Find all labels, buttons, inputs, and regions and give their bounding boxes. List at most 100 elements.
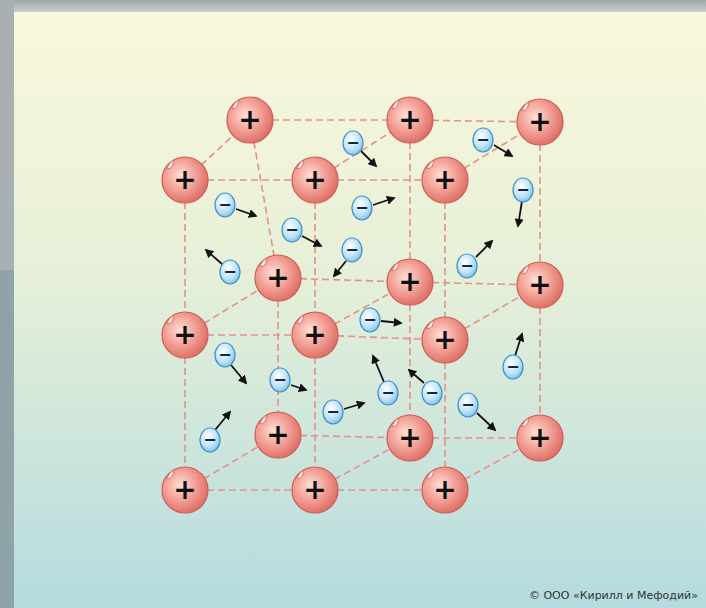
charge-sign: − <box>476 132 489 148</box>
free-electron: − <box>421 380 443 406</box>
positive-ion: + <box>516 261 564 309</box>
free-electron: − <box>341 237 363 263</box>
charge-sign: − <box>506 359 519 375</box>
velocity-arrow <box>381 321 401 323</box>
free-electron: − <box>342 130 364 156</box>
positive-ion: + <box>421 466 469 514</box>
charge-sign: − <box>218 347 231 363</box>
positive-ion: + <box>516 98 564 146</box>
velocity-arrow <box>494 145 512 156</box>
positive-ion: + <box>161 156 209 204</box>
lattice-line <box>444 180 446 340</box>
charge-sign: + <box>433 166 456 194</box>
charge-sign: + <box>238 106 261 134</box>
charge-sign: + <box>303 476 326 504</box>
charge-sign: + <box>303 166 326 194</box>
free-electron: − <box>269 367 291 393</box>
free-electron: − <box>214 342 236 368</box>
lattice-lines <box>185 120 540 490</box>
velocity-arrow <box>334 261 346 276</box>
charge-sign: − <box>223 264 236 280</box>
velocity-arrow <box>373 356 384 382</box>
charge-sign: + <box>173 476 196 504</box>
positive-ion: + <box>516 414 564 462</box>
free-electron: − <box>359 307 381 333</box>
charge-sign: + <box>528 108 551 136</box>
charge-sign: − <box>346 135 359 151</box>
charge-sign: + <box>398 106 421 134</box>
velocity-arrow <box>373 198 394 205</box>
free-electron: − <box>281 217 303 243</box>
velocity-arrow <box>515 334 522 356</box>
velocity-arrow <box>361 151 376 166</box>
charge-sign: − <box>326 404 339 420</box>
free-electron: − <box>199 427 221 453</box>
positive-ion: + <box>421 156 469 204</box>
charge-sign: + <box>266 421 289 449</box>
positive-ion: + <box>291 466 339 514</box>
velocity-arrow <box>344 403 364 409</box>
free-electron: − <box>377 380 399 406</box>
velocity-arrow <box>518 201 522 226</box>
charge-sign: + <box>266 264 289 292</box>
free-electron: − <box>472 127 494 153</box>
charge-sign: − <box>461 397 474 413</box>
velocity-arrow <box>477 413 495 430</box>
positive-ion: + <box>254 254 302 302</box>
free-electron: − <box>219 259 241 285</box>
charge-sign: − <box>273 372 286 388</box>
velocity-arrow <box>206 250 222 264</box>
charge-sign: + <box>433 326 456 354</box>
electron-arrows <box>206 145 522 430</box>
positive-ion: + <box>254 411 302 459</box>
charge-sign: + <box>398 268 421 296</box>
lattice-line <box>409 120 411 282</box>
free-electron: − <box>457 392 479 418</box>
positive-ion: + <box>386 258 434 306</box>
left-bar-lower <box>0 270 14 608</box>
velocity-arrow <box>409 370 424 383</box>
charge-sign: − <box>363 312 376 328</box>
charge-sign: − <box>381 385 394 401</box>
positive-ion: + <box>386 96 434 144</box>
charge-sign: − <box>425 385 438 401</box>
charge-sign: − <box>218 197 231 213</box>
velocity-arrow <box>236 209 256 216</box>
positive-ion: + <box>291 156 339 204</box>
charge-sign: + <box>173 321 196 349</box>
charge-sign: − <box>516 182 529 198</box>
top-bar <box>0 0 706 12</box>
free-electron: − <box>351 195 373 221</box>
positive-ion: + <box>291 311 339 359</box>
charge-sign: + <box>173 166 196 194</box>
charge-sign: − <box>345 242 358 258</box>
charge-sign: + <box>303 321 326 349</box>
charge-sign: + <box>528 424 551 452</box>
velocity-arrow <box>291 385 306 390</box>
free-electron: − <box>322 399 344 425</box>
positive-ion: + <box>161 466 209 514</box>
charge-sign: − <box>203 432 216 448</box>
free-electron: − <box>456 253 478 279</box>
free-electron: − <box>502 354 524 380</box>
free-electron: − <box>214 192 236 218</box>
charge-sign: + <box>528 271 551 299</box>
positive-ion: + <box>161 311 209 359</box>
positive-ion: + <box>421 316 469 364</box>
charge-sign: − <box>460 258 473 274</box>
lattice-line <box>250 119 410 121</box>
positive-ion: + <box>386 414 434 462</box>
velocity-arrow <box>231 365 246 383</box>
charge-sign: + <box>398 424 421 452</box>
velocity-arrow <box>215 412 230 430</box>
charge-sign: − <box>355 200 368 216</box>
velocity-arrow <box>302 236 321 246</box>
lattice-line <box>250 120 278 278</box>
velocity-arrow <box>476 241 492 257</box>
copyright-note: © ООО «Кирилл и Мефодий» <box>529 589 698 602</box>
charge-sign: − <box>285 222 298 238</box>
lattice-line <box>539 122 541 285</box>
charge-sign: + <box>433 476 456 504</box>
